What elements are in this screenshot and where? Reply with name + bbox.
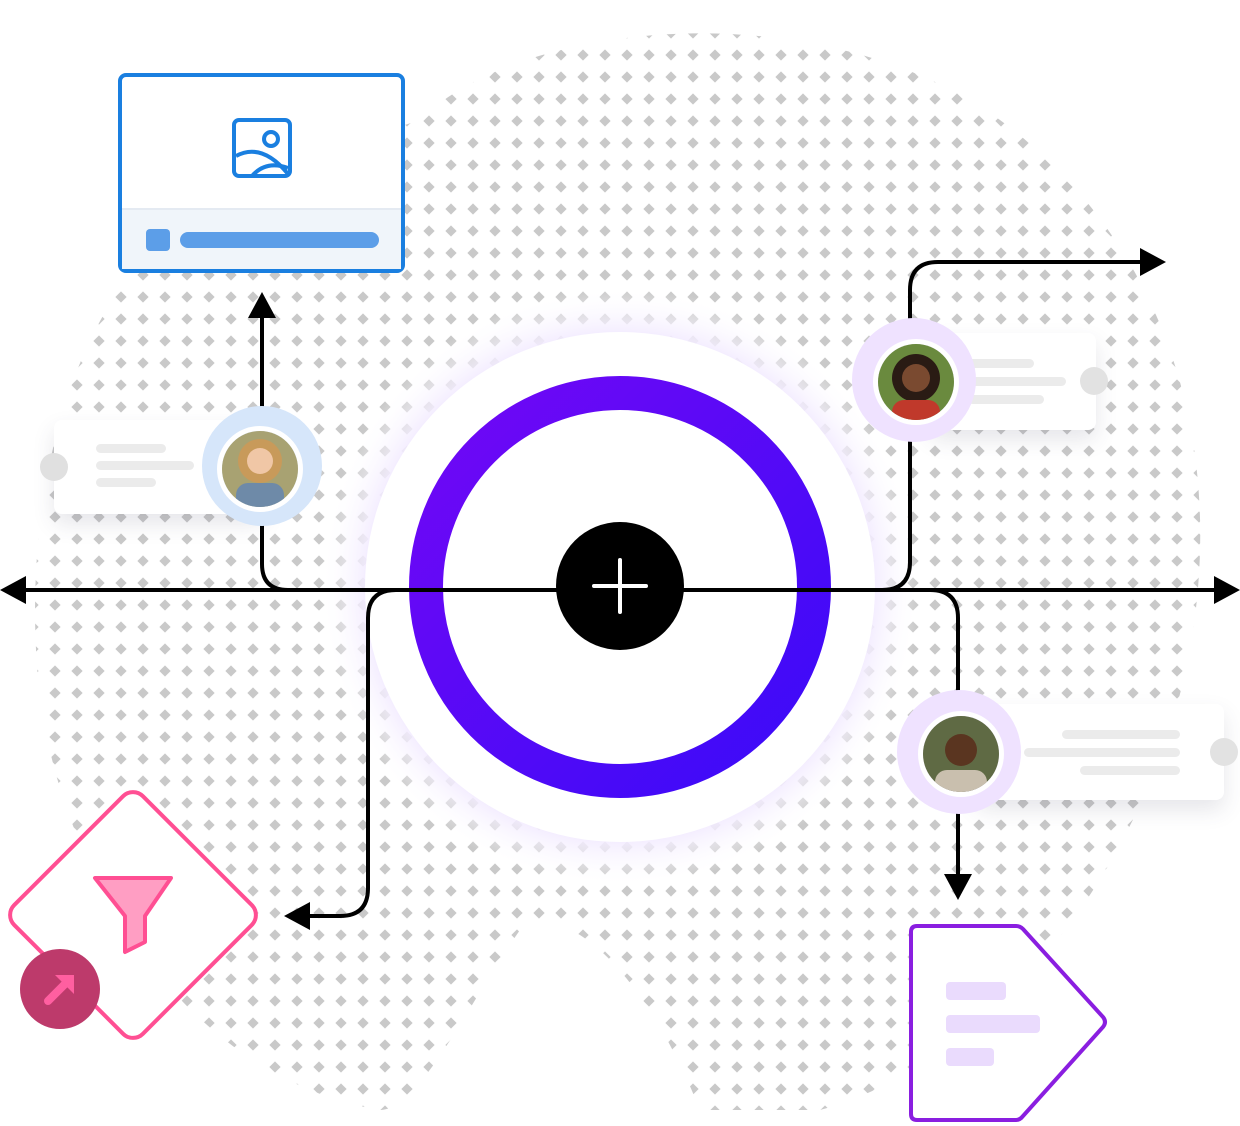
text-placeholder bbox=[1080, 766, 1180, 775]
arrowhead-left bbox=[0, 576, 26, 604]
text-placeholder bbox=[96, 478, 156, 487]
avatar[interactable] bbox=[873, 339, 959, 425]
arrowhead-up-image bbox=[248, 292, 276, 318]
arrowhead-top-right bbox=[1140, 248, 1166, 276]
text-placeholder bbox=[1024, 748, 1180, 757]
text-placeholder bbox=[968, 395, 1044, 404]
connector-dot bbox=[1080, 367, 1108, 395]
text-placeholder bbox=[968, 377, 1066, 386]
add-step-button[interactable] bbox=[556, 522, 684, 650]
text-placeholder bbox=[96, 444, 166, 453]
image-card-bar bbox=[180, 232, 379, 248]
image-card[interactable] bbox=[118, 73, 405, 273]
connector-bottom-left bbox=[304, 588, 422, 918]
connector-bottom-right bbox=[878, 588, 960, 878]
arrowhead-filter bbox=[284, 902, 310, 930]
connector-dot bbox=[40, 453, 68, 481]
connector-dot bbox=[1210, 738, 1238, 766]
image-icon bbox=[232, 118, 292, 178]
avatar[interactable] bbox=[918, 711, 1004, 797]
text-placeholder bbox=[96, 461, 194, 470]
text-placeholder bbox=[968, 359, 1034, 368]
filter-badge bbox=[20, 949, 100, 1029]
funnel-icon bbox=[93, 876, 173, 954]
filter-node[interactable] bbox=[4, 786, 261, 1043]
plus-icon bbox=[592, 558, 648, 614]
tag-node[interactable] bbox=[909, 924, 1107, 1122]
image-card-thumb bbox=[146, 229, 170, 251]
center-ring bbox=[409, 376, 831, 798]
arrowhead-down-tag bbox=[944, 874, 972, 900]
arrowhead-right bbox=[1214, 576, 1240, 604]
connector-to-image-card bbox=[260, 312, 342, 592]
arrow-up-right-icon bbox=[44, 975, 74, 1005]
text-placeholder bbox=[1062, 730, 1180, 739]
avatar[interactable] bbox=[217, 426, 303, 512]
text-lines-icon bbox=[946, 982, 1040, 1066]
arrowheads bbox=[0, 248, 1240, 930]
